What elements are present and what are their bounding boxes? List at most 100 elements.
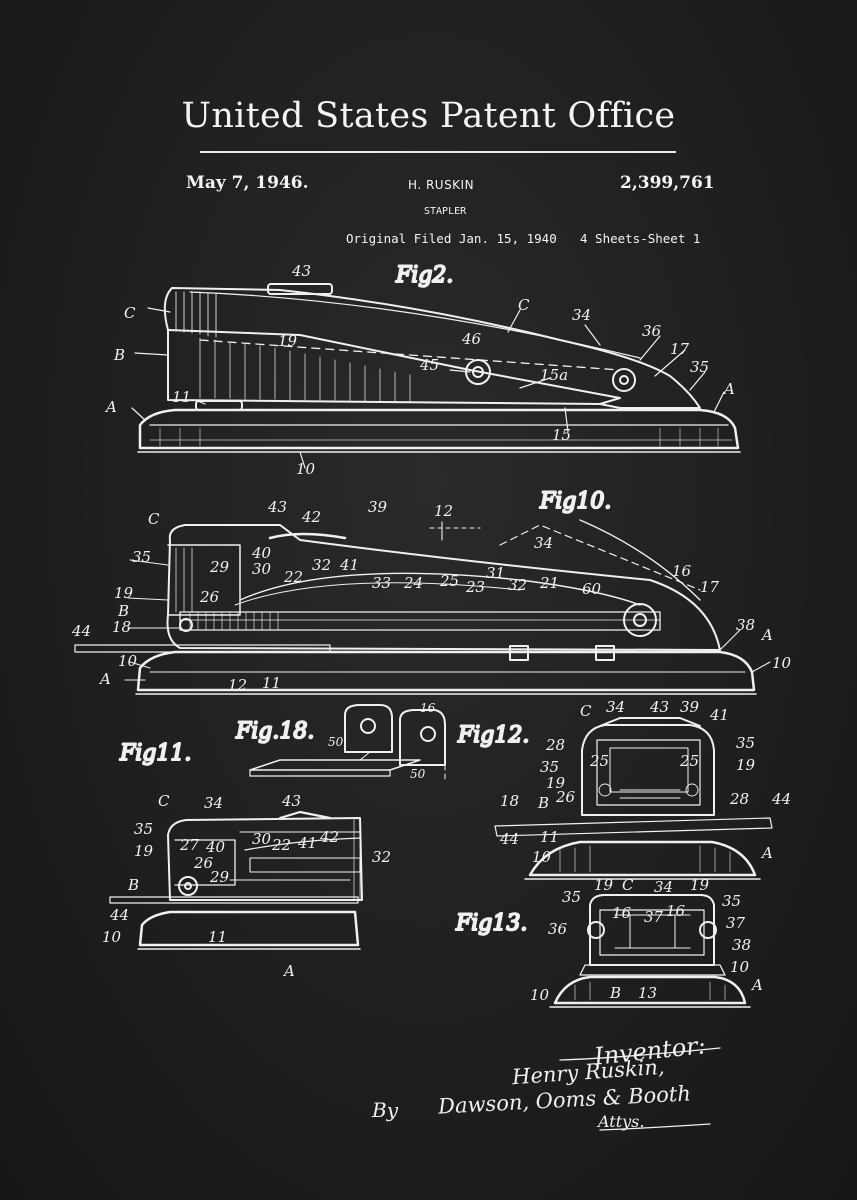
ref-label: 35 (736, 734, 755, 752)
ref-label: 42 (301, 508, 321, 526)
ref-label: 21 (539, 574, 559, 592)
fig12-labels: C 34 43 39 41 28 35 25 25 35 19 26 19 18… (499, 698, 791, 866)
ref-label: 10 (532, 848, 552, 866)
ref-label: 29 (209, 868, 230, 886)
fig2-labels: 43 C C 34 B 19 46 36 17 35 45 15a A A 11… (104, 262, 735, 478)
ref-label: 11 (208, 928, 227, 946)
patent-date: May 7, 1946. (186, 173, 309, 193)
sheet-info: 4 Sheets-Sheet 1 (580, 231, 701, 246)
fig11-title: Fig11. (119, 741, 191, 766)
ref-label: 11 (262, 674, 281, 692)
ref-label: B (113, 346, 125, 364)
ref-label: 60 (582, 580, 602, 598)
ref-label: 39 (368, 498, 388, 516)
ref-label: 26 (555, 788, 576, 806)
ref-label: 40 (251, 544, 272, 562)
ref-label: 34 (534, 534, 553, 552)
ref-label: 15a (540, 366, 568, 384)
ref-label: 44 (499, 830, 519, 848)
ref-label: 44 (109, 906, 129, 924)
ref-label: C (148, 510, 160, 528)
ref-label: A (98, 670, 111, 688)
ref-label: 26 (193, 854, 214, 872)
ref-label: 19 (114, 584, 134, 602)
ref-label: 34 (606, 698, 625, 716)
ref-label: 18 (500, 792, 519, 810)
ref-label: 43 (649, 698, 669, 716)
ref-label: A (750, 976, 763, 994)
ref-label: 42 (319, 828, 339, 846)
ref-label: 13 (638, 984, 657, 1002)
figure-11-drawing (109, 810, 363, 950)
ref-label: 44 (771, 790, 791, 808)
ref-label: 32 (312, 556, 331, 574)
ref-label: 33 (372, 574, 391, 592)
ref-label: 24 (403, 574, 423, 592)
ref-label: C (158, 792, 170, 810)
ref-label: A (282, 962, 295, 980)
ref-label: A (104, 398, 117, 416)
ref-label: 25 (679, 752, 699, 770)
ref-label: 37 (726, 914, 746, 932)
ref-label: 16 (672, 562, 692, 580)
figure-10-drawing (74, 519, 771, 695)
title-underline (200, 151, 676, 153)
signature-flourishes (559, 1047, 721, 1131)
fig11-labels: C 34 43 35 27 40 30 22 41 42 19 26 29 32… (102, 792, 391, 980)
ref-label: 43 (267, 498, 287, 516)
ref-label: 40 (205, 838, 226, 856)
ref-label: 11 (172, 388, 191, 406)
ref-label: 12 (228, 676, 247, 694)
ref-label: 18 (112, 618, 131, 636)
ref-label: 50 (328, 735, 344, 749)
ref-label: 28 (545, 736, 565, 754)
ref-label: 41 (297, 834, 317, 852)
ref-label: 10 (530, 986, 550, 1004)
ref-label: 46 (461, 330, 482, 348)
ref-label: 11 (540, 828, 559, 846)
figure-2-drawing (131, 283, 741, 469)
figure-12-drawing (494, 717, 773, 880)
ref-label: 10 (772, 654, 792, 672)
ref-label: C (518, 296, 530, 314)
figure-18-drawing (249, 704, 446, 781)
ref-label: C (124, 304, 136, 322)
ref-label: 15 (552, 426, 571, 444)
ref-label: 16 (612, 904, 632, 922)
fig12-title: Fig12. (457, 723, 529, 748)
ref-label: 34 (572, 306, 591, 324)
fig13-labels: 35 19 C 34 19 35 36 16 37 16 37 38 10 10… (530, 876, 763, 1004)
patent-number: 2,399,761 (620, 173, 715, 193)
ref-label: 35 (562, 888, 581, 906)
fig18-labels: 16 50 50 (328, 701, 436, 781)
ref-label: C (622, 876, 634, 894)
ref-label: 19 (278, 332, 298, 350)
ref-label: B (127, 876, 139, 894)
ref-label: B (609, 984, 621, 1002)
ref-label: B (117, 602, 129, 620)
ref-label: 30 (252, 560, 272, 578)
ref-label: 17 (670, 340, 690, 358)
ref-label: A (760, 626, 773, 644)
ref-label: 34 (204, 794, 223, 812)
ref-label: 35 (134, 820, 153, 838)
ref-label: 29 (209, 558, 230, 576)
ref-label: 19 (546, 774, 566, 792)
ref-label: 36 (548, 920, 568, 938)
ref-label: 25 (589, 752, 609, 770)
ref-label: 35 (690, 358, 709, 376)
ref-label: 50 (410, 767, 426, 781)
ref-label: 31 (486, 564, 505, 582)
ref-label: 12 (434, 502, 453, 520)
ref-label: 38 (736, 616, 755, 634)
ref-label: 16 (420, 701, 436, 715)
filing-info: Original Filed Jan. 15, 1940 (346, 231, 557, 246)
ref-label: 38 (732, 936, 751, 954)
ref-label: 44 (71, 622, 91, 640)
ref-label: A (722, 380, 735, 398)
ref-label: 39 (680, 698, 700, 716)
ref-label: 43 (291, 262, 311, 280)
ref-label: 16 (666, 902, 686, 920)
ref-label: 32 (372, 848, 391, 866)
